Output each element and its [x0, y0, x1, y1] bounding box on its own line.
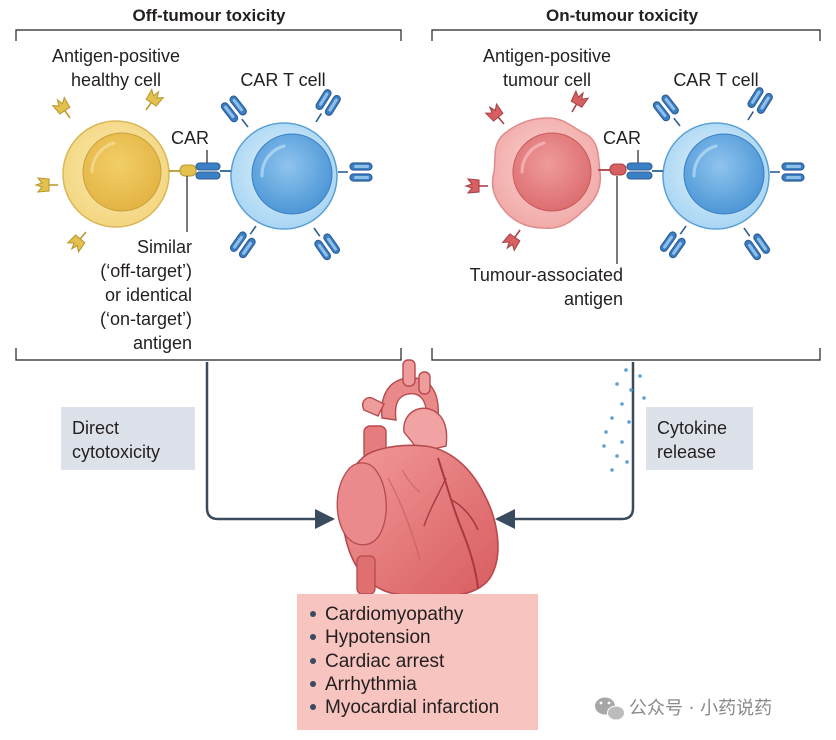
direct-cytotoxicity-arrow [205, 362, 335, 529]
tumour-antigen-label-line2: antigen [564, 289, 623, 309]
outcome-item: Cardiomyopathy [325, 604, 464, 625]
tumour-antigen-icon [465, 178, 489, 194]
tcr-icon [307, 87, 343, 128]
healthy-antigen-icon [35, 177, 59, 193]
outcome-item: Cardiac arrest [325, 651, 445, 672]
off-tumour-panel: Off-tumour toxicity Antigen-positive hea… [15, 6, 402, 361]
left-bottom-bracket [15, 348, 402, 361]
bullet-icon [310, 704, 316, 710]
antigen-desc-line1: Similar [137, 237, 192, 257]
tcr-icon [651, 92, 688, 133]
engaged-red-antigen-icon [609, 163, 627, 176]
outcome-item: Hypotension [325, 627, 431, 648]
on-tumour-title: On-tumour toxicity [546, 6, 699, 25]
antigen-desc-line2: (‘off-target’) [100, 261, 192, 281]
heart-illustration [336, 359, 499, 598]
tcr-icon [228, 220, 265, 260]
tcr-icon [305, 222, 342, 262]
tumour-antigen-icon [483, 101, 511, 130]
tumour-antigen-label-line1: Tumour-associated [470, 265, 623, 285]
bullet-icon [310, 611, 316, 617]
tcr-icon [658, 220, 695, 260]
tcr-icon [337, 162, 373, 182]
antigen-desc-line5: antigen [133, 333, 192, 353]
watermark: 公众号 · 小药说药 [595, 697, 772, 721]
off-tumour-title: Off-tumour toxicity [133, 6, 287, 25]
healthy-cell [35, 87, 197, 255]
right-top-bracket [431, 29, 821, 41]
left-car-label: CAR [171, 128, 209, 148]
direct-cytotoxicity-line1: Direct [72, 418, 119, 438]
tumour-cell [465, 88, 627, 253]
left-car-t-label: CAR T cell [240, 70, 325, 90]
outcome-item: Myocardial infarction [325, 697, 499, 718]
bullet-icon [310, 658, 316, 664]
bullet-icon [310, 681, 316, 687]
tumour-antigen-icon [565, 88, 590, 117]
healthy-cell-label-line2: healthy cell [71, 70, 161, 90]
bullet-icon [310, 634, 316, 640]
direct-cytotoxicity-line2: cytotoxicity [72, 442, 160, 462]
healthy-antigen-icon [50, 95, 77, 123]
car-receptor-icon [195, 162, 221, 171]
tcr-icon [769, 162, 805, 182]
right-car-t-cell [626, 85, 805, 262]
outcomes-list: Cardiomyopathy Hypotension Cardiac arres… [310, 604, 499, 718]
antigen-desc-line4: (‘on-target’) [100, 309, 192, 329]
tcr-icon [739, 85, 775, 126]
tcr-icon [735, 222, 772, 262]
cytokine-release-line1: Cytokine [657, 418, 727, 438]
healthy-antigen-icon [139, 87, 166, 115]
direct-cytotoxicity-box [61, 407, 195, 470]
tcr-icon [219, 93, 256, 134]
cytokine-release-line2: release [657, 442, 716, 462]
on-tumour-panel: On-tumour toxicity Antigen-positive tumo… [431, 6, 821, 361]
left-car-t-cell [195, 87, 373, 262]
tumour-antigen-icon [500, 225, 527, 253]
cytokine-dots [602, 368, 646, 472]
tumour-cell-label-line1: Antigen-positive [483, 46, 611, 66]
right-car-t-label: CAR T cell [673, 70, 758, 90]
antigen-desc-line3: or identical [105, 285, 192, 305]
cytokine-release-arrow [495, 362, 635, 529]
wechat-icon [595, 697, 625, 721]
engaged-yellow-antigen-icon [179, 164, 197, 177]
healthy-cell-label-line1: Antigen-positive [52, 46, 180, 66]
outcome-item: Arrhythmia [325, 674, 417, 695]
left-top-bracket [15, 29, 402, 41]
right-car-label: CAR [603, 128, 641, 148]
healthy-antigen-icon [65, 226, 93, 255]
right-bottom-bracket [431, 348, 821, 361]
watermark-text: 公众号 · 小药说药 [629, 698, 772, 719]
car-receptor-icon [626, 162, 653, 171]
tumour-cell-label-line2: tumour cell [503, 70, 591, 90]
outcomes-box [297, 594, 538, 730]
cytokine-release-box [646, 407, 753, 470]
